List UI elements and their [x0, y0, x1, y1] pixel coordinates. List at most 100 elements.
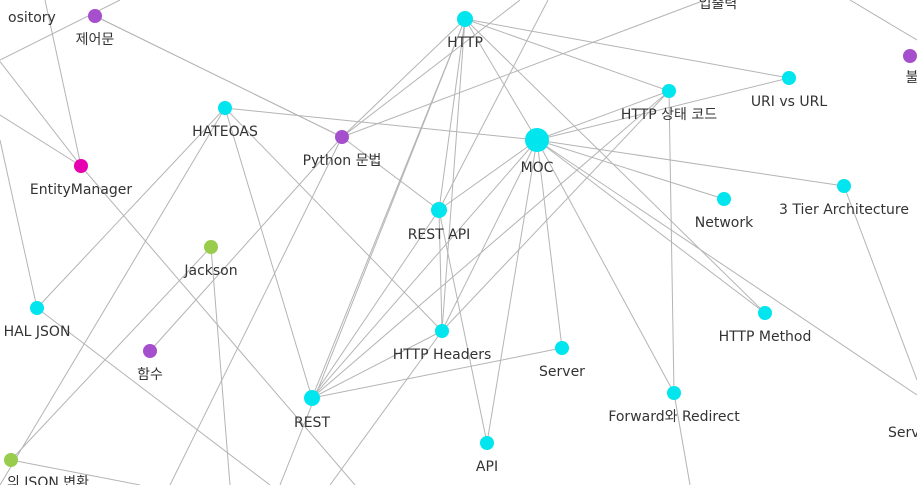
node-dot-three-tier[interactable] — [837, 179, 851, 193]
node-label-jackson: Jackson — [183, 263, 237, 279]
graph-edge-moc-server — [536, 139, 563, 349]
graph-node-uri-url[interactable]: URI vs URL — [751, 71, 828, 110]
graph-edge-http-http-headers — [441, 18, 466, 332]
graph-edge-moc-http-method — [536, 139, 766, 314]
graph-node-forward-redirect[interactable]: Forward와 Redirect — [608, 386, 740, 425]
graph-edge-rest-api-http-headers — [438, 209, 443, 332]
graph-edge-http-http-method — [464, 18, 766, 314]
node-dot-hateoas[interactable] — [218, 101, 232, 115]
graph-edge-moc-forward-redirect — [536, 139, 675, 394]
graph-edge-http-http-status — [464, 18, 670, 92]
node-label-jeeomun: 제어문 — [76, 32, 115, 48]
node-dot-rest[interactable] — [304, 390, 320, 406]
node-dot-jackson[interactable] — [204, 240, 218, 254]
node-label-serv: Serv — [888, 425, 917, 441]
graph-node-moc[interactable]: MOC — [521, 128, 554, 176]
graph-node-hateoas[interactable]: HATEOAS — [192, 101, 258, 140]
graph-node-rest[interactable]: REST — [294, 390, 330, 431]
graph-edge-offscreen — [341, 0, 706, 138]
graph-node-hamsu[interactable]: 함수 — [137, 344, 163, 383]
node-dot-rest-api[interactable] — [431, 202, 447, 218]
node-dot-hamsu[interactable] — [143, 344, 157, 358]
node-label-forward-redirect: Forward와 Redirect — [608, 409, 740, 425]
node-dot-hal-json[interactable] — [30, 301, 44, 315]
graph-edge-moc-api — [486, 139, 538, 444]
graph-edge-offscreen — [44, 0, 82, 167]
node-label-server: Server — [539, 364, 585, 380]
node-dot-python[interactable] — [335, 130, 349, 144]
graph-edge-http-status-forward-redirect — [668, 90, 675, 394]
graph-node-jeeomun[interactable]: 제어문 — [76, 9, 115, 48]
graph-node-python[interactable]: Python 문법 — [303, 130, 382, 169]
graph-edge-rest-api-api — [438, 209, 488, 444]
node-label-api: API — [476, 459, 498, 475]
node-dot-http-headers[interactable] — [435, 324, 449, 338]
graph-edge-moc-http-status — [536, 90, 670, 141]
node-label-network: Network — [695, 215, 754, 231]
graph-edge-hateoas-hal-json — [36, 107, 226, 309]
node-dot-http-method[interactable] — [758, 306, 772, 320]
graph-edge-moc-rest-api — [438, 139, 538, 211]
graph-node-ipchullyeok[interactable]: 입출력 — [699, 0, 738, 12]
graph-edge-python-hamsu — [149, 136, 343, 352]
graph-node-http[interactable]: HTTP — [447, 11, 483, 51]
node-label-uri-url: URI vs URL — [751, 94, 828, 110]
graph-edge-offscreen — [536, 139, 917, 396]
node-dot-http[interactable] — [457, 11, 473, 27]
node-dot-jeeomun[interactable] — [88, 9, 102, 23]
graph-edge-repository-entitymanager — [0, 60, 82, 167]
node-label-ipchullyeok: 입출력 — [699, 0, 738, 12]
graph-node-json-conv[interactable]: 의 JSON 변환 — [4, 453, 89, 485]
graph-node-http-headers[interactable]: HTTP Headers — [393, 324, 492, 363]
node-dot-json-conv[interactable] — [4, 453, 18, 467]
graph-node-bul[interactable]: 불 — [903, 49, 917, 86]
node-dot-server[interactable] — [555, 341, 569, 355]
node-dot-network[interactable] — [717, 192, 731, 206]
node-dot-api[interactable] — [480, 436, 494, 450]
graph-node-serv[interactable]: Serv — [888, 425, 917, 441]
graph-edge-offscreen — [843, 185, 917, 381]
graph-node-http-method[interactable]: HTTP Method — [719, 306, 812, 345]
graph-node-rest-api[interactable]: REST API — [408, 202, 471, 243]
graph-edge-offscreen — [210, 246, 231, 485]
graph-edge-offscreen — [341, 0, 521, 138]
node-label-python: Python 문법 — [303, 153, 382, 169]
graph-edge-moc-network — [536, 139, 725, 200]
graph-edge-offscreen — [0, 114, 82, 167]
graph-node-repository[interactable]: ository — [8, 10, 56, 26]
node-label-json-conv: 의 JSON 변환 — [7, 475, 89, 485]
graph-node-server[interactable]: Server — [539, 341, 585, 380]
node-dot-http-status[interactable] — [662, 84, 676, 98]
graph-node-network[interactable]: Network — [695, 192, 754, 231]
graph-node-api[interactable]: API — [476, 436, 498, 475]
graph-node-hal-json[interactable]: HAL JSON — [4, 301, 71, 340]
graph-edge-offscreen — [36, 307, 271, 485]
graph-edge-python-rest-api — [341, 136, 440, 211]
graph-edge-http-rest-api — [438, 18, 466, 211]
graph-edge-offscreen — [329, 330, 443, 485]
node-label-bul: 불 — [906, 70, 917, 86]
graph-node-three-tier[interactable]: 3 Tier Architecture — [779, 179, 909, 218]
node-label-http-method: HTTP Method — [719, 329, 812, 345]
graph-edge-http-rest — [311, 18, 466, 399]
node-label-hal-json: HAL JSON — [4, 324, 71, 340]
node-dot-forward-redirect[interactable] — [667, 386, 681, 400]
graph-node-http-status[interactable]: HTTP 상태 코드 — [621, 84, 717, 123]
node-dot-entitymanager[interactable] — [74, 159, 88, 173]
node-label-hateoas: HATEOAS — [192, 124, 258, 140]
node-dot-uri-url[interactable] — [782, 71, 796, 85]
graph-edge-rest-http-headers — [311, 330, 443, 399]
graph-edge-offscreen — [0, 0, 121, 61]
graph-node-jackson[interactable]: Jackson — [183, 240, 238, 279]
graph-node-entitymanager[interactable]: EntityManager — [30, 159, 132, 198]
graph-edge-moc-uri-url — [536, 77, 790, 141]
graph-edge-offscreen — [10, 459, 141, 485]
node-label-http-headers: HTTP Headers — [393, 347, 492, 363]
graph-edge-offscreen — [169, 136, 343, 485]
node-label-http: HTTP — [447, 35, 483, 51]
node-dot-bul[interactable] — [903, 49, 917, 63]
node-dot-moc[interactable] — [525, 128, 549, 152]
graph-edge-offscreen — [0, 107, 226, 485]
